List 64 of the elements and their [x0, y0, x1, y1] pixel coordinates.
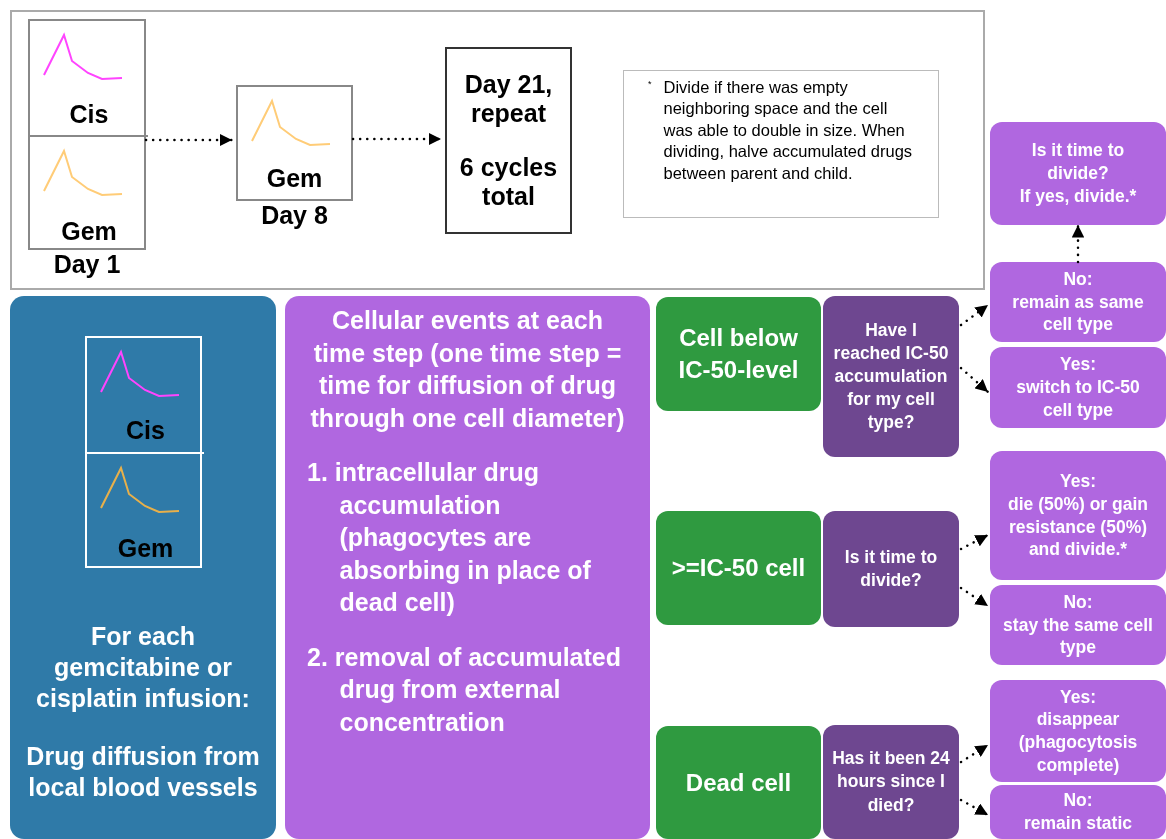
outcome-box [990, 585, 1166, 665]
node-text: Have I reached IC-50 accumulation for my cell type? [832, 318, 950, 435]
node-text: No: [1063, 590, 1093, 614]
node-text: Gem [117, 532, 174, 564]
dotted-arrow [959, 586, 990, 608]
node-text: Dead cell [685, 767, 792, 798]
question-box [823, 511, 959, 627]
node-text: Cell below IC-50-level [677, 323, 800, 385]
node-text: Divide if there was empty neighboring space and the cell was able to double in size. When dividing, halve accumulated drugs between parent and child. [663, 77, 914, 184]
question-box [823, 296, 959, 457]
node-text: Has it been 24 hours since I died? [831, 747, 951, 817]
question-box [823, 725, 959, 839]
node-text: Cellular events at each time step (one time step = time for diffusion of drug through one cell diameter) [309, 305, 626, 434]
node-text: No: [1063, 789, 1093, 812]
cellular-events-panel [285, 296, 650, 839]
outcome-box [990, 122, 1166, 225]
node-text: die (50%) or gain resistance (50%) and divide.* [1007, 492, 1149, 561]
node-text: Yes: [1060, 470, 1096, 493]
day-label: Day 8 [260, 201, 329, 230]
outcome-box [990, 347, 1166, 428]
node-text: Cis [69, 100, 109, 129]
node-text: stay the same cell type [1002, 613, 1154, 660]
node-text: 2. removal of accumulated drug from external concentration [307, 641, 622, 738]
cell-state-box [656, 297, 821, 411]
cycle-box [445, 47, 572, 234]
day-label: Day 1 [52, 250, 122, 279]
cell-state-box [656, 726, 821, 839]
outcome-box [990, 680, 1166, 782]
dotted-arrow [351, 132, 443, 146]
node-text: Drug diffusion from local blood vessels [25, 740, 261, 803]
outcome-box [990, 785, 1166, 839]
node-text: Gem [266, 164, 323, 193]
drug-legend-box [85, 336, 202, 568]
node-text: switch to IC-50 cell type [1015, 376, 1141, 422]
node-text: Yes: [1060, 353, 1096, 377]
node-text: remain as same cell type [1011, 290, 1145, 337]
node-text: 6 cycles total [458, 153, 559, 212]
outcome-box [990, 451, 1166, 580]
asterisk: * [648, 79, 652, 91]
node-text: No: [1063, 267, 1093, 291]
panel-frame [10, 10, 985, 290]
dotted-arrow [959, 743, 990, 764]
node-text: Cis [126, 414, 165, 446]
dotted-arrow [959, 303, 990, 327]
node-text: >=IC-50 cell [671, 553, 806, 584]
dotted-arrow [959, 798, 990, 817]
dotted-arrow [144, 133, 234, 147]
infusion-panel [10, 296, 276, 839]
footnote-box [623, 70, 939, 218]
node-text: Is it time to divide? [843, 545, 939, 592]
node-text: Gem [61, 217, 117, 246]
node-text: If yes, divide.* [1019, 184, 1137, 208]
node-text: Day 21, repeat [463, 69, 554, 128]
outcome-box [990, 262, 1166, 342]
node-text: 1. intracellular drug accumulation (phagocytes are absorbing in place of dead cell) [307, 457, 592, 618]
node-text: Yes: [1060, 685, 1096, 709]
node-text: disappear (phagocytosis complete) [1017, 708, 1139, 777]
dotted-arrow [959, 533, 990, 551]
node-text: Is it time to divide? [1030, 139, 1126, 185]
node-text: For each gemcitabine or cisplatin infusion: [35, 620, 251, 715]
dotted-arrow [1071, 223, 1085, 264]
cell-state-box [656, 511, 821, 625]
dotted-arrow [959, 366, 990, 394]
node-text: remain static [1024, 812, 1132, 835]
